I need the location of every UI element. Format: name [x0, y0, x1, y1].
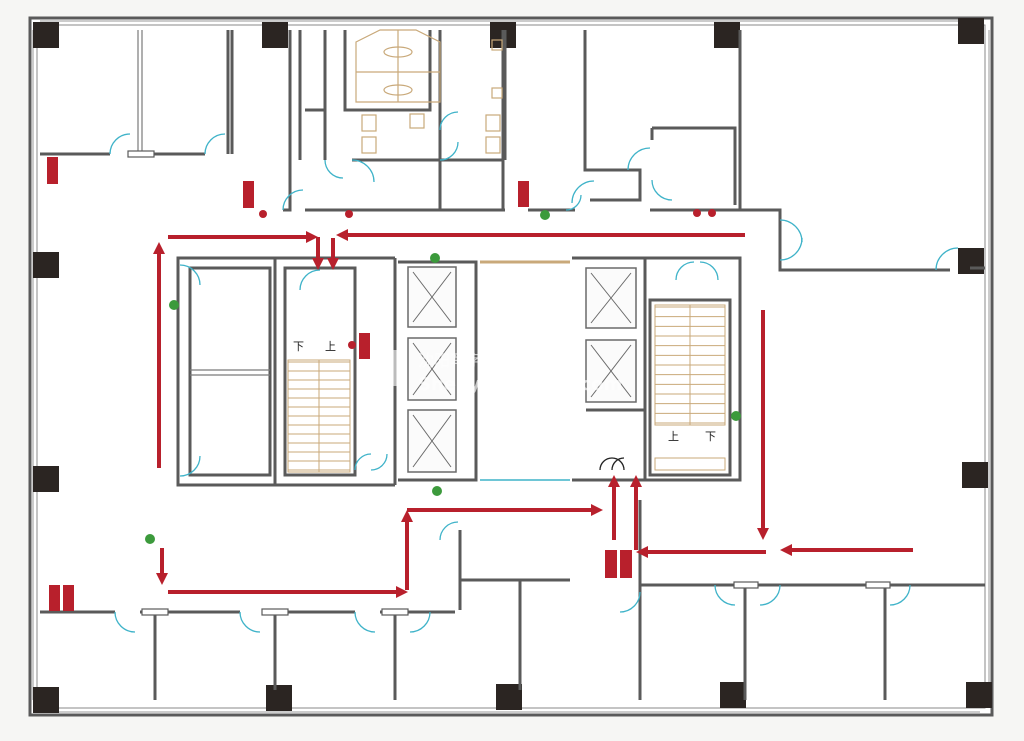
evacuation-arrowhead [396, 586, 408, 598]
fire-hydrant [430, 253, 440, 263]
watermark-cn: 沈阳写字楼网 [418, 351, 514, 370]
stair-label-up: 上 [325, 340, 336, 353]
structural-columns [33, 18, 992, 713]
watermark: 沈阳写字楼网 Shenyangoffice.com [372, 350, 622, 395]
evacuation-arrowhead [401, 510, 413, 522]
fire-extinguisher [63, 585, 74, 611]
core-left-rooms [176, 256, 397, 487]
left-stairwell [287, 359, 351, 473]
stair-label-down: 下 [705, 430, 716, 443]
evacuation-arrowhead [153, 242, 165, 254]
bottom-offices [40, 500, 985, 700]
evacuation-arrowhead [780, 544, 792, 556]
alarm-point [693, 209, 701, 217]
fire-hydrant [432, 486, 442, 496]
fire-hydrant [145, 534, 155, 544]
elevator-bank-left [398, 260, 570, 482]
alarm-point [259, 210, 267, 218]
fire-hydrant [731, 411, 741, 421]
evacuation-arrowhead [757, 528, 769, 540]
fire-hydrant [540, 210, 550, 220]
top-offices [40, 29, 985, 272]
stair-label-down: 下 [293, 340, 304, 353]
fire-extinguisher [49, 585, 60, 611]
fire-extinguisher [359, 333, 370, 359]
alarm-point [345, 210, 353, 218]
watermark-en: Shenyangoffice.com [418, 374, 622, 395]
evacuation-arrowhead [591, 504, 603, 516]
fire-extinguisher [47, 157, 58, 184]
elevator-bank-right [572, 256, 647, 482]
fire-extinguisher [605, 550, 617, 578]
stair-label-up: 上 [668, 430, 679, 443]
evacuation-arrowhead [306, 231, 318, 243]
evacuation-arrowhead [156, 573, 168, 585]
evacuation-arrowhead [636, 546, 648, 558]
evacuation-arrowhead [312, 258, 324, 270]
evacuation-routes [153, 229, 913, 598]
fire-extinguisher [620, 550, 632, 578]
evacuation-arrowhead [608, 475, 620, 487]
alarm-point [708, 209, 716, 217]
alarm-point [348, 341, 356, 349]
fire-hydrant [169, 300, 179, 310]
watermark-logo [372, 350, 406, 386]
restroom-fixtures [355, 29, 503, 154]
fire-extinguishers [47, 157, 632, 611]
evacuation-arrowhead [327, 258, 339, 270]
evacuation-arrowhead [336, 229, 348, 241]
fire-points [145, 209, 741, 544]
fire-extinguisher [243, 181, 254, 208]
right-stairwell-block [645, 256, 742, 482]
fire-extinguisher [518, 181, 529, 207]
evacuation-arrowhead [630, 475, 642, 487]
